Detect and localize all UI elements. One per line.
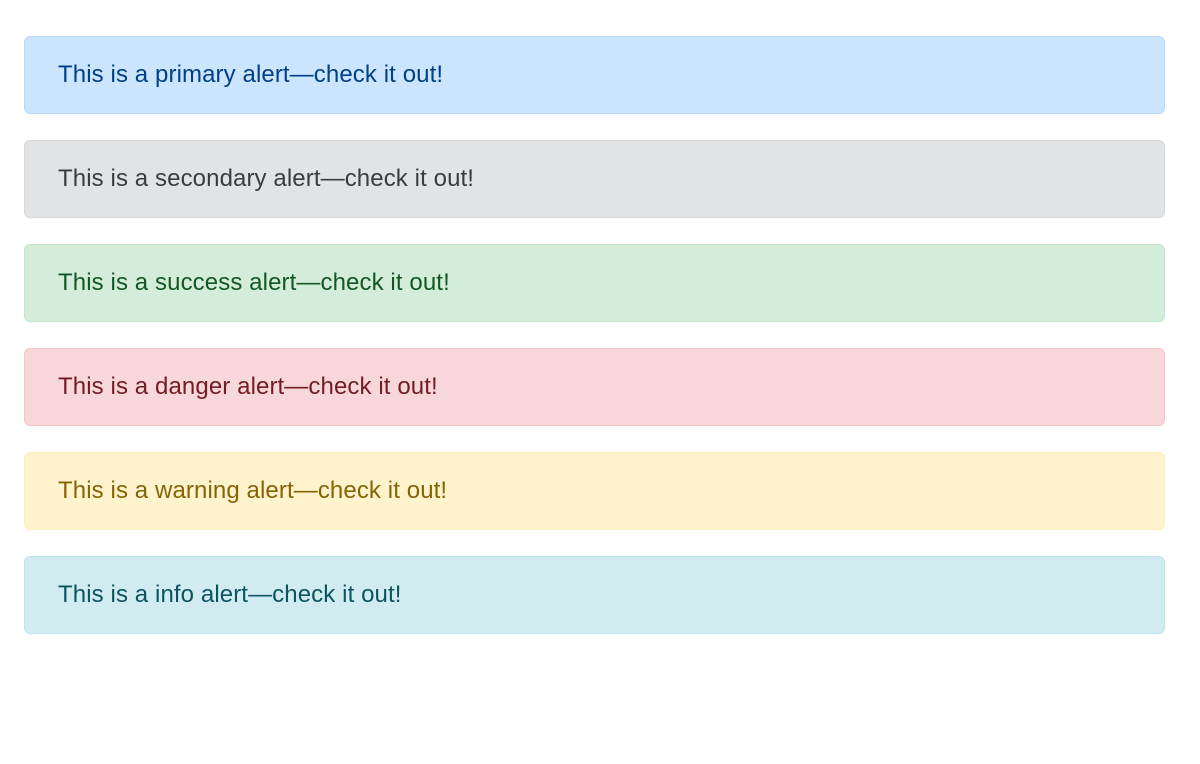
alert-secondary: This is a secondary alert—check it out! [24,140,1165,218]
alert-secondary-text: This is a secondary alert—check it out! [58,165,475,192]
alert-danger: This is a danger alert—check it out! [24,348,1165,426]
alert-primary-text: This is a primary alert—check it out! [58,61,444,88]
alert-success-text: This is a success alert—check it out! [58,269,450,296]
alert-warning: This is a warning alert—check it out! [24,452,1165,530]
alert-success: This is a success alert—check it out! [24,244,1165,322]
alert-primary: This is a primary alert—check it out! [24,36,1165,114]
alert-info: This is a info alert—check it out! [24,556,1165,634]
alert-danger-text: This is a danger alert—check it out! [58,373,438,400]
alert-info-text: This is a info alert—check it out! [58,581,402,608]
alert-light [24,660,1165,738]
alert-warning-text: This is a warning alert—check it out! [58,477,448,504]
alerts-container: This is a primary alert—check it out! Th… [24,36,1165,764]
